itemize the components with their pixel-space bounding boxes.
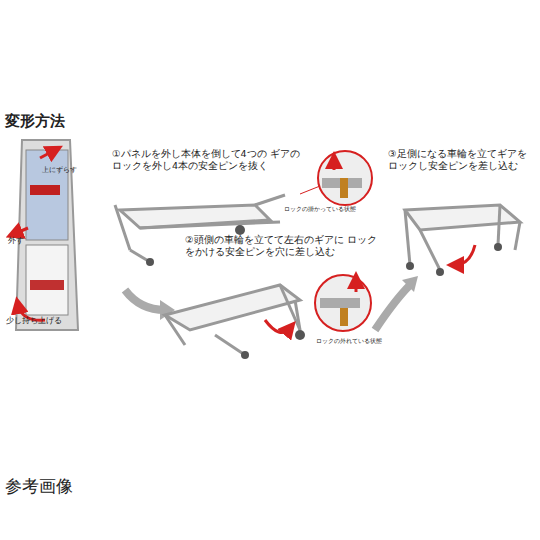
label: 外す (8, 236, 38, 246)
note: ロックの掛かっている状態 (284, 206, 364, 213)
note: ロックの外れている状態 (316, 338, 396, 345)
step-text: ②頭側の車輪を立てて左右のギアに ロックをかける安全ピンを穴に差し込む (185, 234, 380, 258)
caption: 参考画像 (5, 476, 205, 497)
title: 変形方法 (5, 112, 105, 131)
stretcher-step3 (405, 205, 520, 276)
label: 上にずらす (42, 166, 82, 175)
detail-inset (315, 275, 371, 331)
step-text: ①パネルを外し本体を倒して4つの ギアのロックを外し4本の安全ピンを抜く (112, 148, 307, 172)
detail-inset (318, 151, 372, 205)
step-text: ③足側になる車輪を立てギアを ロックし安全ピンを差し込む (388, 148, 538, 172)
stretcher-step2 (165, 285, 305, 359)
label: 少し持ち上げる (6, 316, 76, 326)
